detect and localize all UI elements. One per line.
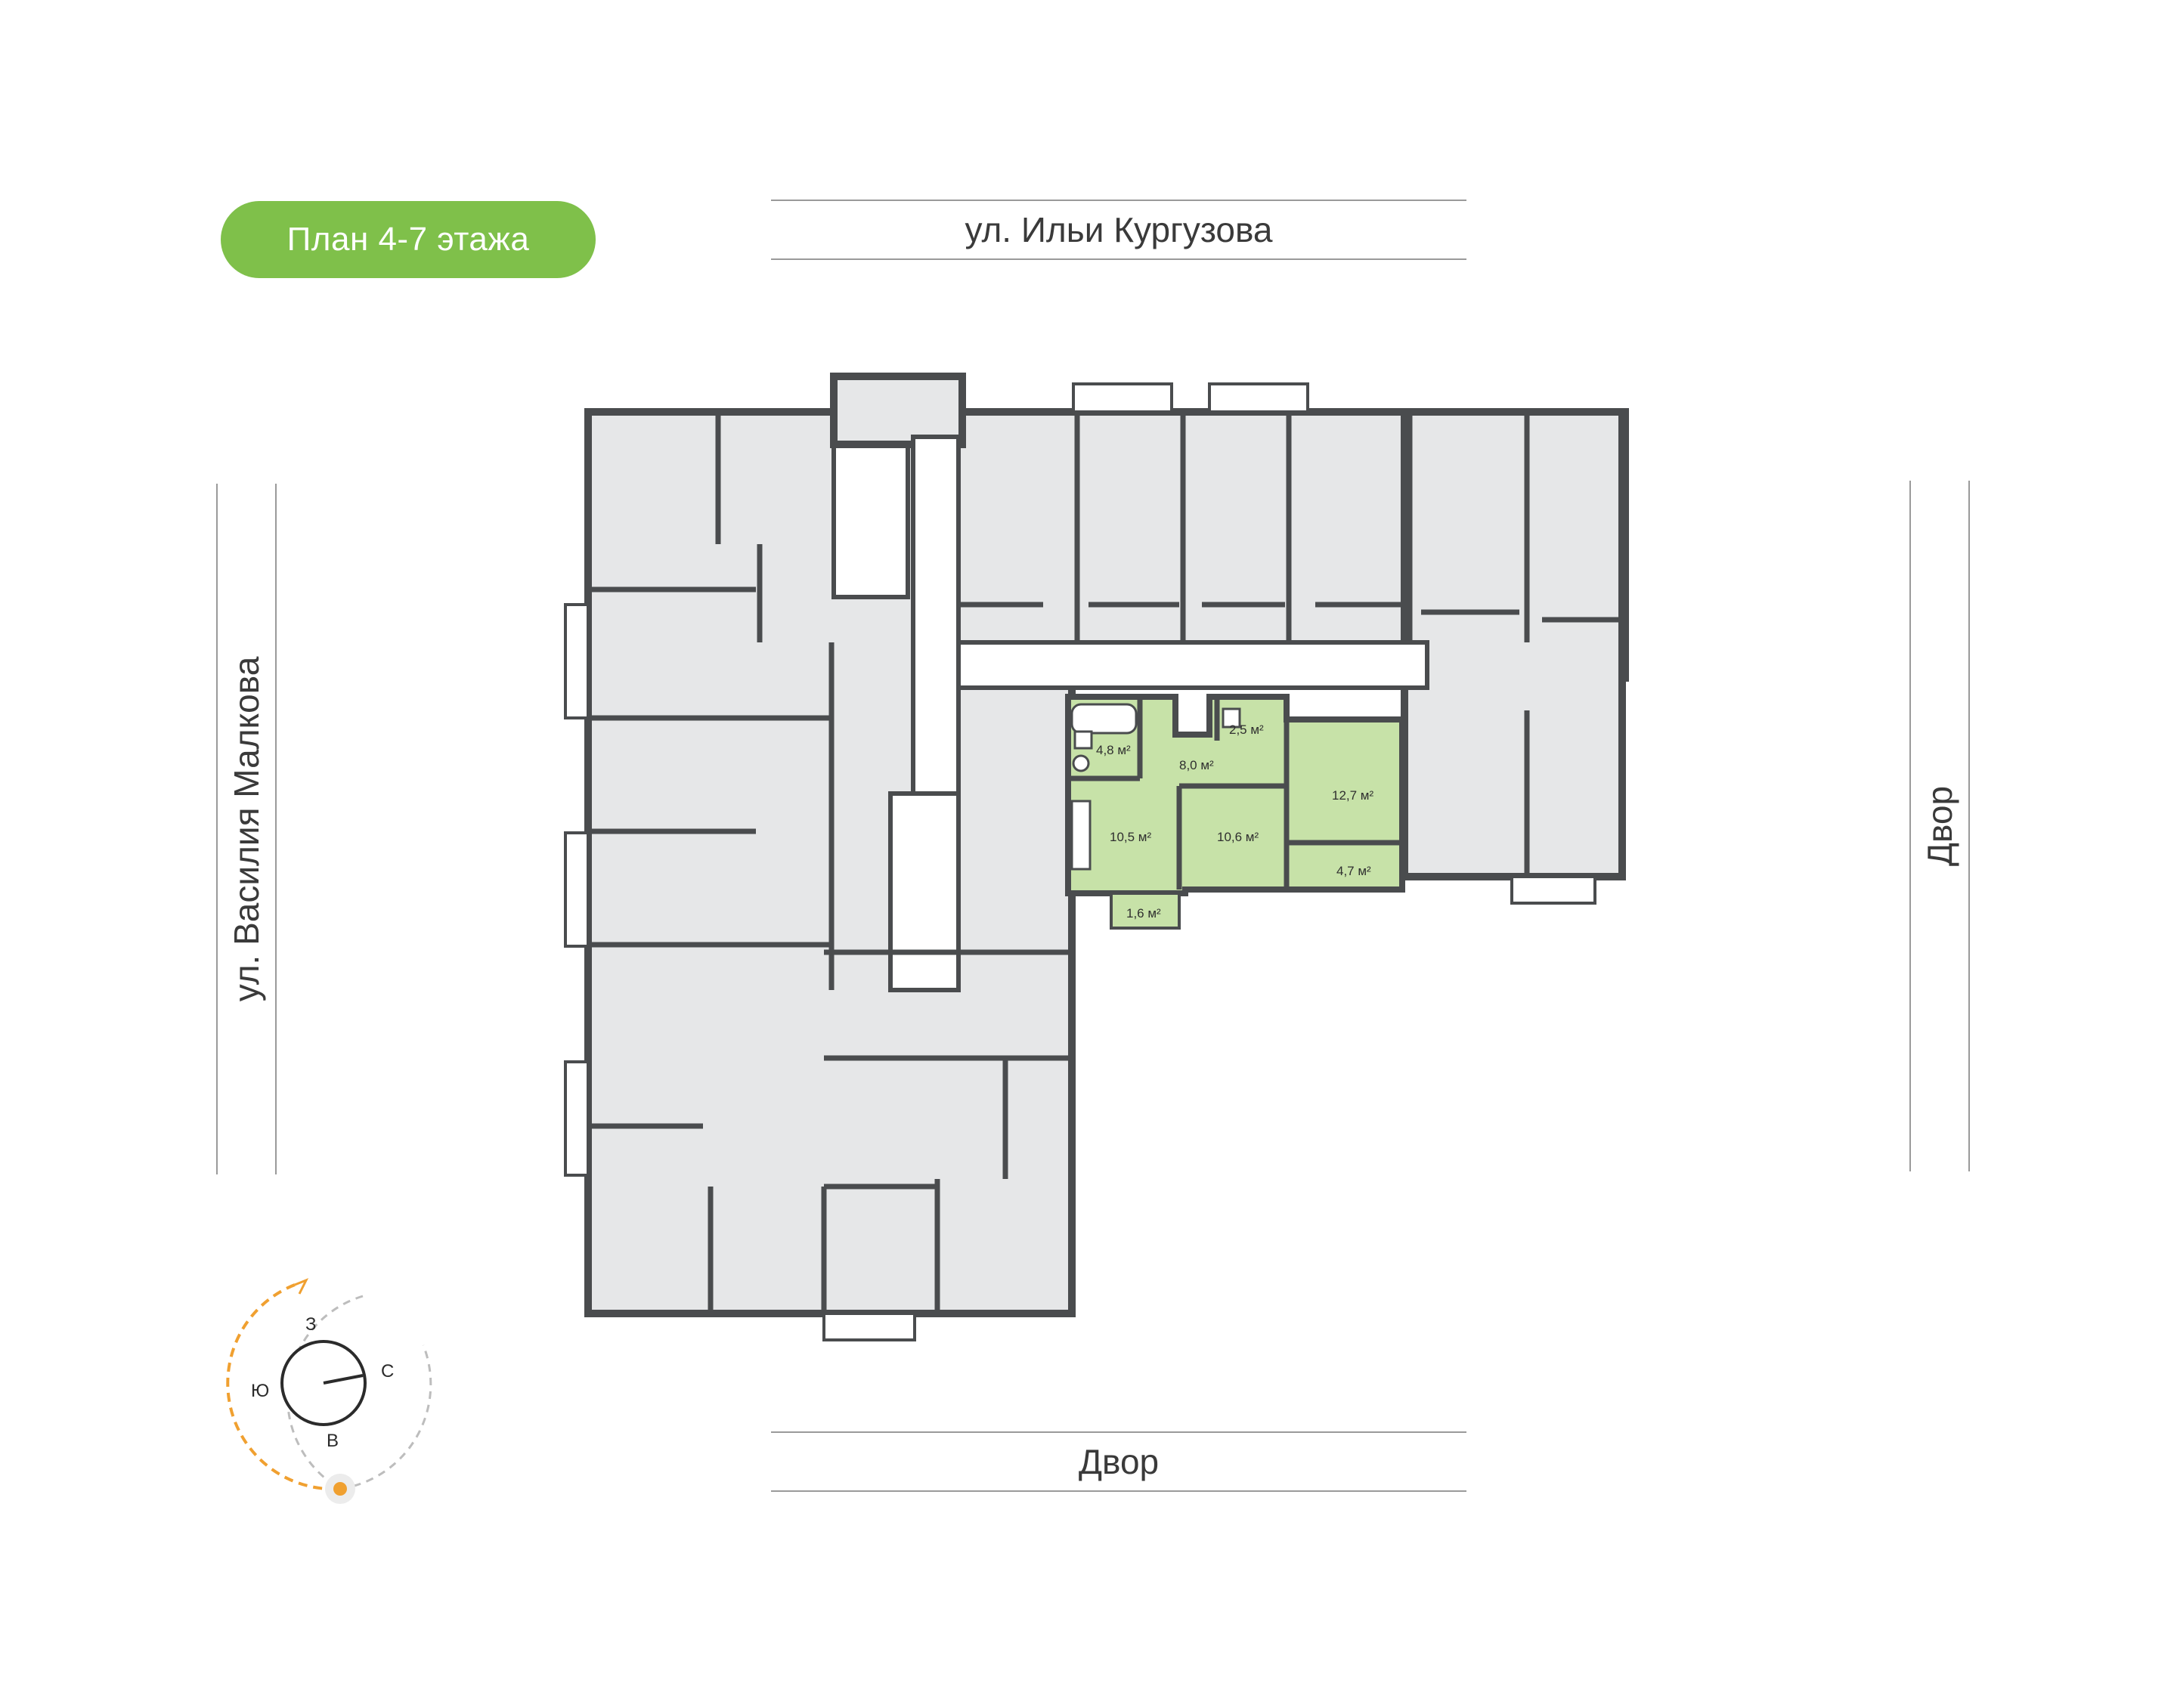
stair-tower: [830, 373, 966, 448]
highlighted-apartment: 4,8 м² 8,0 м² 2,5 м² 12,7 м² 10,5 м² 10,…: [1065, 694, 1405, 930]
area-hall: 8,0 м²: [1179, 758, 1214, 772]
east-wing: [1401, 408, 1626, 880]
compass-south: Ю: [251, 1381, 269, 1401]
area-loggia-right: 4,7 м²: [1336, 864, 1371, 878]
external-balconies: [564, 382, 1596, 1341]
staircase: [831, 444, 910, 599]
balcony: [1110, 892, 1181, 930]
street-top-label: ул. Ильи Кургузова: [965, 210, 1273, 249]
area-bathroom: 4,8 м²: [1096, 743, 1131, 757]
central-corridor: [911, 435, 961, 847]
floor-badge: План 4-7 этажа: [221, 201, 596, 278]
compass-west: З: [305, 1314, 317, 1335]
west-corridor: [888, 791, 961, 992]
area-kitchen: 10,5 м²: [1110, 830, 1151, 844]
area-wc: 2,5 м²: [1229, 722, 1264, 737]
bathtub-icon: [1070, 703, 1138, 735]
compass: З С Ю В: [226, 1278, 432, 1504]
area-balcony: 1,6 м²: [1126, 906, 1161, 921]
kitchen-counter-icon: [1070, 800, 1092, 871]
internal-walls: [588, 412, 1622, 1313]
compass-east: В: [327, 1431, 339, 1451]
compass-north: С: [381, 1361, 394, 1382]
street-bottom: Двор: [771, 1431, 1466, 1492]
street-top: ул. Ильи Кургузова: [771, 200, 1466, 260]
area-room: 10,6 м²: [1217, 830, 1259, 844]
street-bottom-label: Двор: [1078, 1442, 1160, 1481]
north-corridor: [956, 640, 1429, 690]
wc-toilet-icon: [1222, 707, 1241, 729]
corridors: [831, 435, 1429, 992]
street-left: ул. Василия Малкова: [216, 484, 277, 1174]
toilet-icon: [1072, 754, 1090, 772]
compass-needle: [323, 1374, 364, 1385]
sink-icon: [1073, 730, 1093, 750]
street-right: Двор: [1909, 481, 1970, 1171]
area-room-large: 12,7 м²: [1332, 788, 1373, 803]
